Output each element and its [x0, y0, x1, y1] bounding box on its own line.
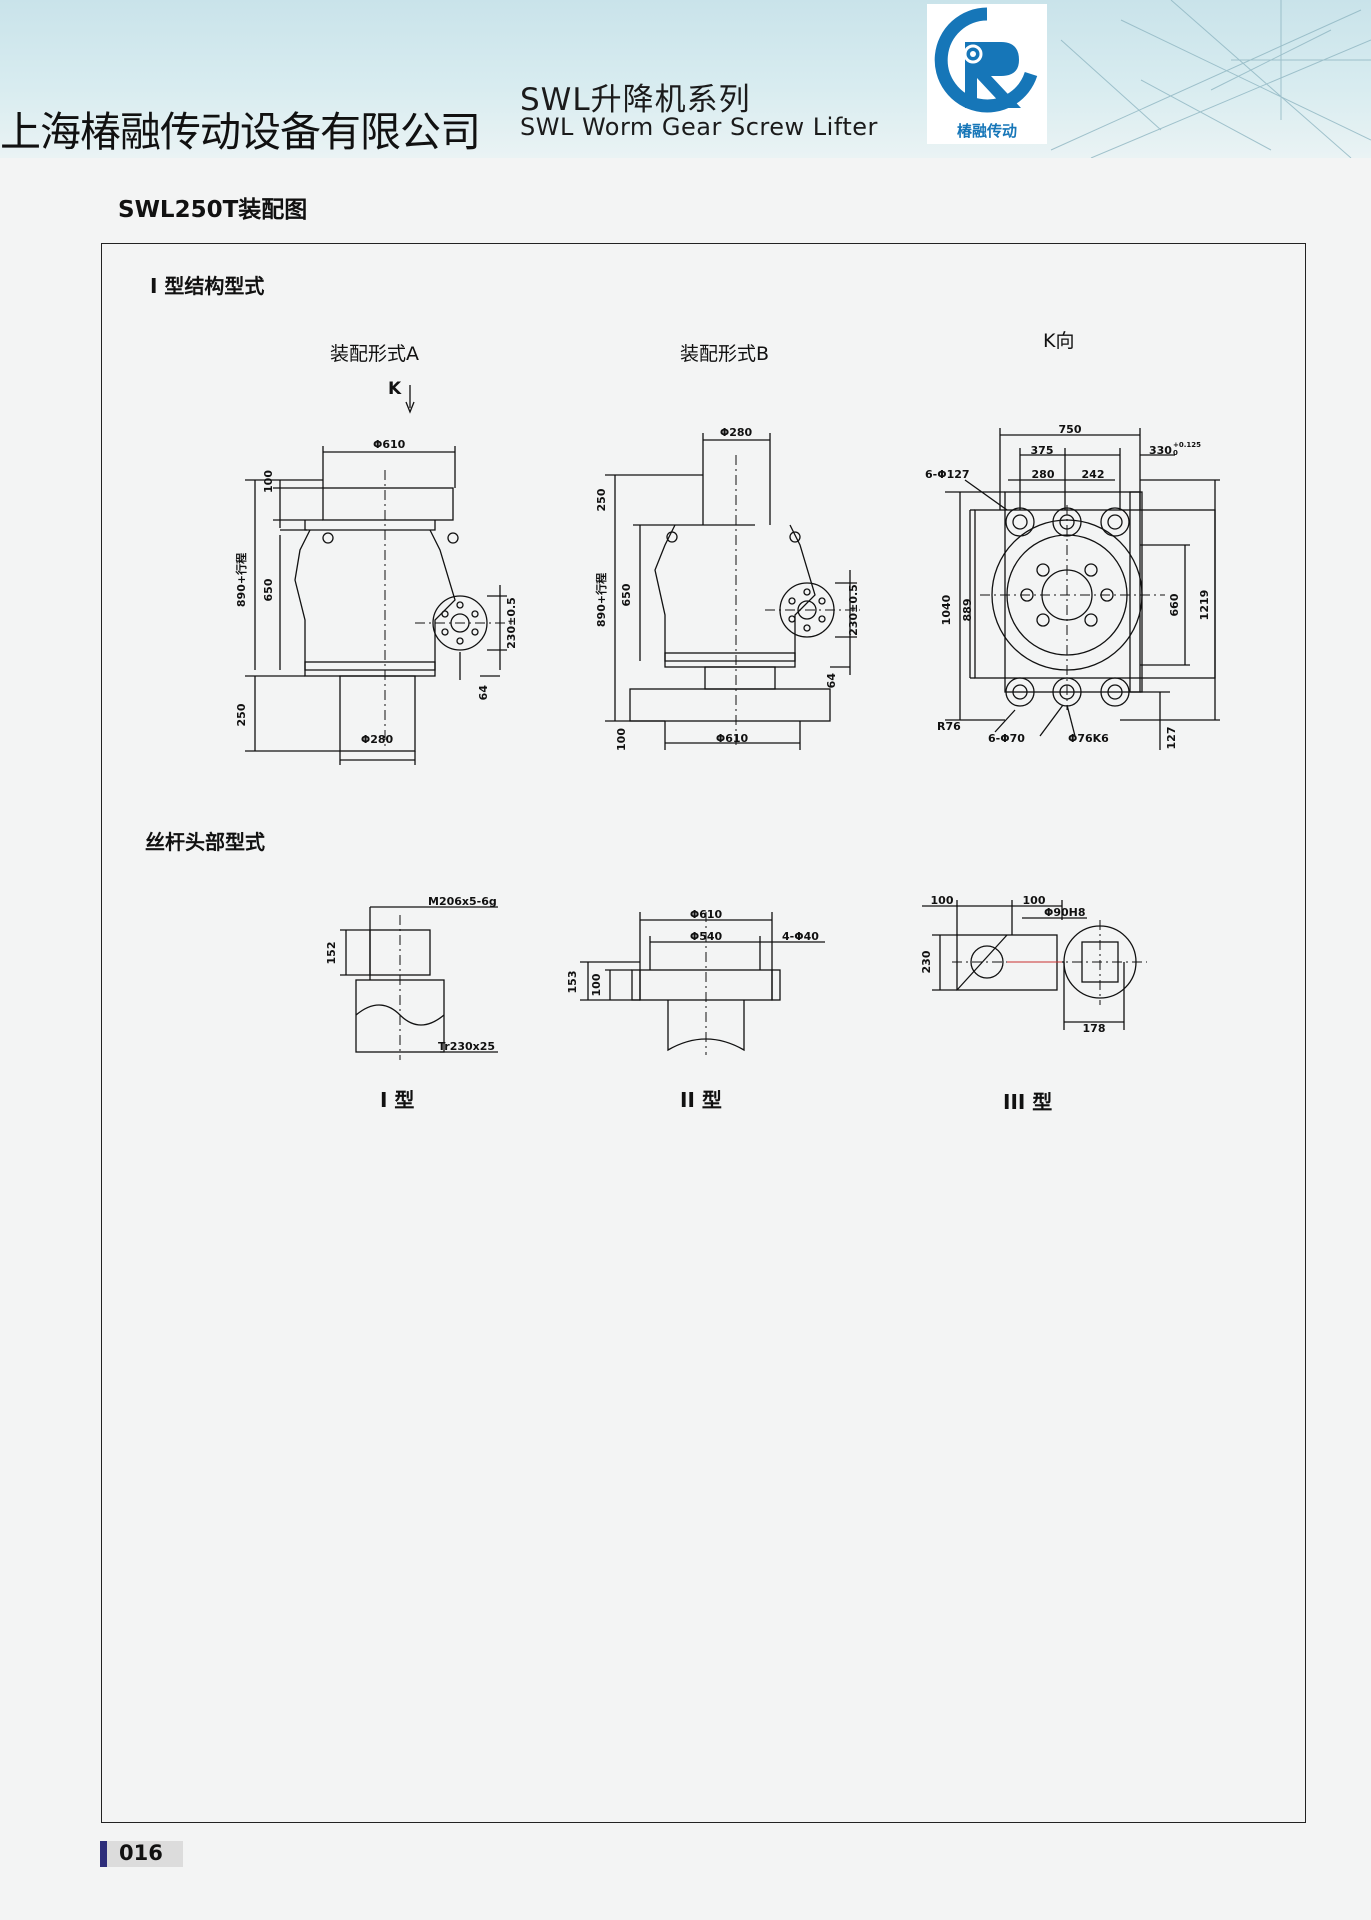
screw-2-d610: Φ610: [690, 908, 723, 921]
dim-k-w375: 375: [1031, 444, 1054, 457]
dim-k-w330-tol-upper: +0.125: [1173, 441, 1201, 449]
company-logo: 椿融传动: [927, 4, 1047, 144]
type-2-label: II 型: [680, 1088, 722, 1112]
dim-b-h250: 250: [595, 488, 608, 511]
dim-k-h889: 889: [961, 599, 974, 622]
dim-k-h1219: 1219: [1198, 590, 1211, 621]
dim-k-h1040: 1040: [940, 594, 953, 625]
logo-caption: 椿融传动: [956, 122, 1017, 140]
drawing-frame: [101, 243, 1306, 1823]
screw-head-type-1-drawing: M206x5-6g 152 Tr230x25: [325, 895, 498, 1060]
header-band: [0, 0, 1371, 158]
screw-3-w178: 178: [1083, 1022, 1106, 1035]
screw-2-h100: 100: [590, 973, 603, 996]
dim-k-holes70: 6-Φ70: [988, 732, 1025, 745]
type-3-label: III 型: [1003, 1090, 1053, 1114]
section-screw-head-title: 丝杆头部型式: [145, 830, 265, 854]
k-arrow-label: K: [388, 379, 402, 399]
dim-b-d610: Φ610: [716, 732, 749, 745]
dim-a-o64: 64: [477, 685, 490, 701]
dim-k-h127: 127: [1165, 727, 1178, 750]
series-title-en: SWL Worm Gear Screw Lifter: [520, 113, 878, 141]
screw-3-w100a: 100: [931, 894, 954, 907]
view-a-title: 装配形式A: [330, 343, 419, 365]
screw-3-h230: 230: [920, 950, 933, 973]
gear-R-logo-icon: [934, 7, 1038, 113]
dim-k-d76k6: Φ76K6: [1068, 732, 1109, 745]
dim-b-c230: 230±0.5: [847, 584, 860, 636]
dim-k-w280: 280: [1032, 468, 1055, 481]
dim-a-h650: 650: [262, 578, 275, 601]
dim-a-d610: Φ610: [373, 438, 406, 451]
screw-1-thread: M206x5-6g: [428, 895, 497, 908]
type-1-label: I 型: [380, 1088, 415, 1112]
screw-head-type-2-drawing: Φ610 Φ540 4-Φ40 153 100: [566, 908, 825, 1055]
screw-3-d90: Φ90H8: [1044, 906, 1086, 919]
view-k-title: K向: [1043, 330, 1075, 352]
dim-a-h250: 250: [235, 703, 248, 726]
screw-2-d540: Φ540: [690, 930, 723, 943]
dim-k-h660: 660: [1168, 593, 1181, 616]
dim-b-h890: 890+行程: [594, 573, 608, 627]
company-name: 上海椿融传动设备有限公司: [0, 108, 481, 156]
dim-k-holes127: 6-Φ127: [925, 468, 970, 481]
page-title: SWL250T装配图: [118, 197, 308, 223]
dim-k-w330: 330: [1149, 444, 1172, 457]
screw-2-holes: 4-Φ40: [782, 930, 819, 943]
decorative-blueprint-lines: [1050, 0, 1371, 158]
dim-a-d280: Φ280: [361, 733, 394, 746]
dim-a-h890: 890+行程: [234, 553, 248, 607]
view-b-title: 装配形式B: [680, 343, 770, 365]
assembly-view-a-drawing: K Φ610 100 890+行程 650 250 Φ280 230±0.5 6…: [234, 379, 518, 765]
dim-a-h100: 100: [262, 470, 275, 493]
page-number: 016: [119, 1841, 163, 1865]
screw-3-w100b: 100: [1023, 894, 1046, 907]
dim-b-h650: 650: [620, 583, 633, 606]
dim-a-c230: 230±0.5: [505, 597, 518, 649]
dim-k-r76: R76: [937, 720, 961, 733]
dim-b-h100: 100: [615, 728, 628, 751]
assembly-view-b-drawing: Φ280 250 890+行程 650 100 Φ610 230±0.5 64: [594, 426, 860, 751]
screw-1-trapezoid: Tr230x25: [438, 1040, 495, 1053]
dim-b-d280: Φ280: [720, 426, 753, 439]
dim-k-w330-tol-lower: 0: [1173, 449, 1178, 457]
screw-2-h153: 153: [566, 971, 579, 994]
dim-k-w750: 750: [1059, 423, 1082, 436]
dim-b-o64: 64: [825, 673, 838, 689]
page-number-badge: 016: [100, 1841, 183, 1867]
screw-head-type-3-drawing: 100 100 Φ90H8 230 178: [920, 894, 1147, 1035]
screw-1-h152: 152: [325, 942, 338, 965]
dim-k-w242: 242: [1082, 468, 1105, 481]
series-title-cn: SWL升降机系列: [520, 82, 751, 118]
k-direction-view-drawing: 750 375 330 +0.125 0 280 242 6-Φ127 1040…: [925, 423, 1220, 750]
section-structure-title: I 型结构型式: [150, 274, 265, 298]
